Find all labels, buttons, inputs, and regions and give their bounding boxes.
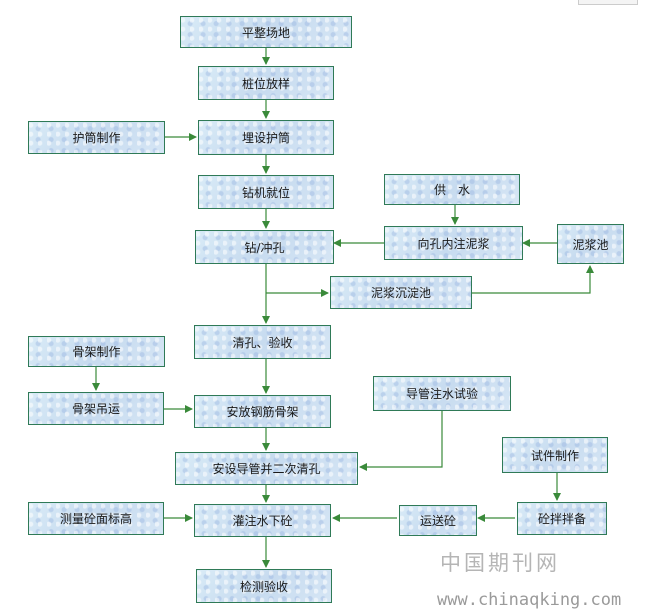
step-drill: 钻/冲孔 — [195, 230, 334, 264]
step-pipe-second-clean: 安设导管并二次清孔 — [175, 452, 358, 485]
corner-mark — [578, 0, 638, 5]
step-measure-level: 测量砼面标高 — [28, 502, 164, 535]
step-make-casing: 护筒制作 — [28, 121, 165, 154]
step-inject-mud: 向孔内注泥浆 — [384, 226, 523, 260]
step-water-supply: 供 水 — [384, 174, 520, 205]
step-hoist-cage: 骨架吊运 — [28, 392, 164, 425]
step-level-site: 平整场地 — [180, 16, 352, 48]
step-stake-out: 桩位放样 — [198, 66, 334, 100]
step-install-cage: 安放钢筋骨架 — [194, 395, 331, 428]
step-rig-position: 钻机就位 — [198, 175, 334, 209]
step-pipe-water-test: 导管注水试验 — [373, 376, 511, 411]
step-make-cage: 骨架制作 — [28, 336, 165, 367]
step-make-specimen: 试件制作 — [502, 437, 608, 473]
watermark-site-name: 中国期刊网 — [440, 551, 560, 575]
step-final-check: 检测验收 — [196, 569, 332, 603]
step-mud-pit: 泥浆池 — [557, 224, 624, 264]
step-settling-pit: 泥浆沉淀池 — [330, 276, 472, 309]
arrow-test-to-pipe — [359, 411, 443, 471]
step-bury-casing: 埋设护筒 — [198, 120, 334, 155]
step-clean-check: 清孔、验收 — [194, 325, 331, 359]
step-pour-concrete: 灌注水下砼 — [194, 504, 331, 537]
step-transport-concrete: 运送砼 — [399, 505, 477, 536]
watermark-site-url: www.chinaqking.com — [437, 590, 622, 610]
step-mix-concrete: 砼拌拌备 — [517, 502, 607, 535]
arrow-settle-to-pit — [472, 265, 594, 294]
